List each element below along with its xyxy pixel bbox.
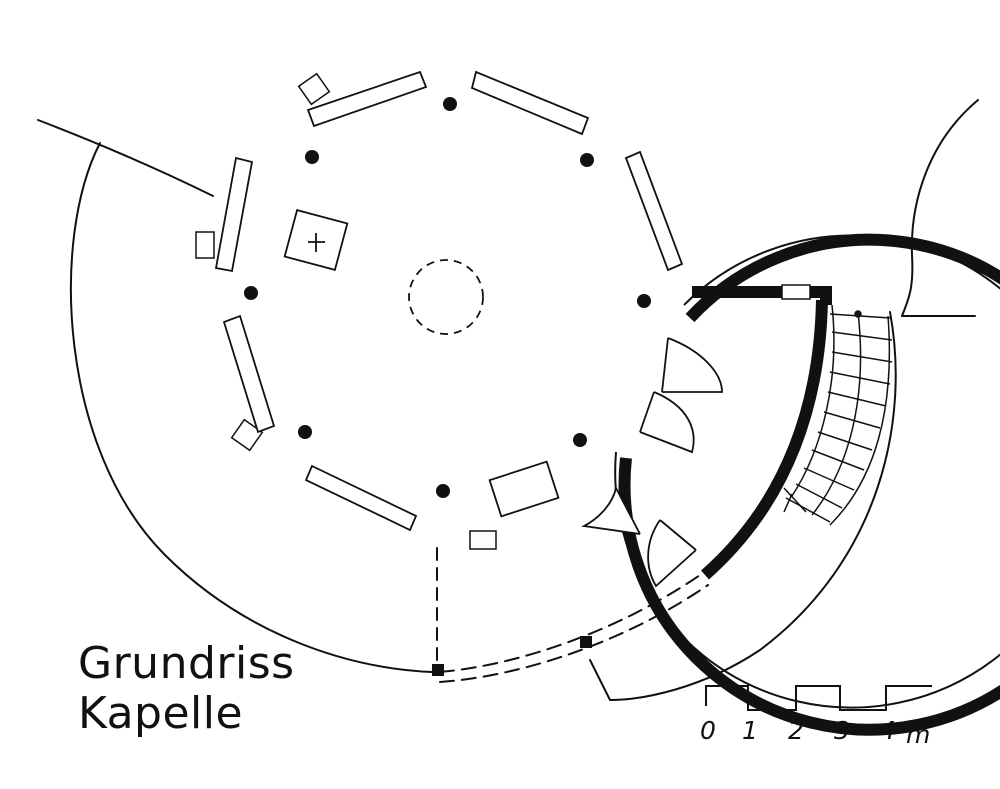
scale-label-3: 3 bbox=[834, 716, 850, 745]
stair-tread-6 bbox=[823, 411, 881, 429]
scale-label-2: 2 bbox=[788, 716, 804, 745]
stair-tread-3 bbox=[831, 351, 893, 363]
bench-left-lower bbox=[222, 314, 276, 434]
chapel-circular-wall bbox=[618, 233, 1000, 736]
column bbox=[637, 294, 651, 308]
drawing-title-line-2: Kapelle bbox=[78, 688, 244, 739]
door-threshold-dashed-1 bbox=[439, 574, 701, 673]
bench-bottom-left bbox=[304, 464, 418, 532]
central-dashed-circle bbox=[408, 259, 484, 335]
terrain-line-right bbox=[901, 99, 979, 317]
bench-top-left bbox=[306, 70, 428, 128]
altar bbox=[283, 208, 349, 272]
scale-bar bbox=[705, 685, 932, 711]
stair-tread-8 bbox=[811, 449, 865, 471]
scale-label-4: 4 bbox=[880, 716, 896, 745]
stair-tread-10 bbox=[795, 483, 843, 509]
column bbox=[580, 153, 594, 167]
post-marker bbox=[580, 636, 592, 648]
bench-right-upper bbox=[624, 150, 684, 272]
drawing-title-line-1: Grundriss bbox=[78, 638, 295, 689]
door-leaf-upper-1 bbox=[662, 337, 723, 393]
bench-left-upper bbox=[214, 156, 254, 273]
stair-tread-5 bbox=[827, 391, 887, 407]
post-marker bbox=[432, 664, 444, 676]
scale-label-1: 1 bbox=[742, 716, 758, 745]
stair-tread-9 bbox=[803, 467, 855, 491]
annex-window-top bbox=[781, 284, 811, 300]
side-table bbox=[488, 460, 560, 518]
stair-newel bbox=[854, 310, 862, 318]
column bbox=[443, 97, 457, 111]
column bbox=[244, 286, 258, 300]
stair-tread-11 bbox=[785, 497, 831, 523]
window-opening-bottom bbox=[469, 530, 497, 550]
scale-label-0: 0 bbox=[700, 716, 716, 745]
door-leaf-upper-2 bbox=[639, 391, 695, 454]
door-leaf-lower-1 bbox=[581, 487, 641, 535]
door-threshold-dashed-2 bbox=[439, 584, 709, 683]
stair-tread-2 bbox=[831, 331, 893, 341]
column bbox=[436, 484, 450, 498]
annex-curved-wall bbox=[701, 299, 828, 580]
column bbox=[298, 425, 312, 439]
stair-rail-middle bbox=[811, 311, 862, 516]
terrain-line-left bbox=[37, 119, 214, 197]
stair-tread-7 bbox=[817, 431, 873, 451]
column bbox=[305, 150, 319, 164]
chapel-wall-inner-line bbox=[614, 234, 1000, 709]
stair-tread-4 bbox=[829, 371, 891, 385]
stair-rail-outer bbox=[829, 315, 891, 526]
stair-landing-marker bbox=[783, 487, 807, 513]
cross-icon bbox=[308, 233, 325, 252]
scale-unit: m bbox=[906, 720, 931, 749]
window-opening-left bbox=[195, 231, 215, 259]
window-opening-top-left bbox=[297, 72, 331, 106]
window-opening-lower-left bbox=[230, 418, 264, 452]
door-leaf-lower-2 bbox=[647, 519, 697, 588]
outer-path-arc bbox=[69, 142, 433, 673]
column bbox=[573, 433, 587, 447]
outer-stair-arc bbox=[589, 311, 897, 702]
bench-top-right bbox=[470, 70, 590, 136]
